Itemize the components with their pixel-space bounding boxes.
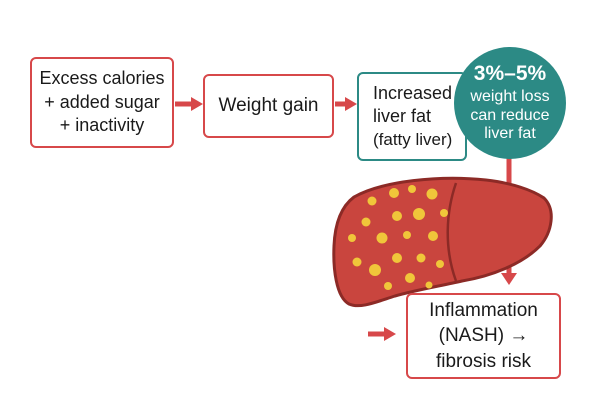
step-increased-liver-fat: Increased liver fat (fatty liver)	[357, 72, 467, 161]
step-weight-gain: Weight gain	[203, 74, 334, 138]
arrow-weight-to-liverfat	[335, 97, 357, 111]
step-inflam-line-3: fibrosis risk	[435, 350, 531, 372]
step-liverfat-subtitle: (fatty liver)	[373, 130, 453, 150]
step-inflam-line-2: (NASH) →	[438, 325, 529, 347]
arrow-excess-to-weight	[175, 97, 203, 111]
step-excess-calories: Excess calories + added sugar + inactivi…	[30, 57, 174, 148]
weight-loss-callout: 3%–5% weight loss can reduce liver fat	[454, 47, 566, 159]
step-inflam-line-1: Inflammation	[429, 300, 538, 322]
arrow-into-inflammation	[368, 327, 396, 341]
step-liverfat-line-1: Increased	[373, 82, 453, 103]
fat-droplets	[348, 185, 448, 290]
step-excess-line-2: + added sugar	[44, 91, 160, 112]
callout-line-3: liver fat	[484, 125, 536, 143]
step-excess-line-3: + inactivity	[59, 115, 145, 136]
step-weight-line-1: Weight gain	[218, 95, 319, 117]
step-excess-line-1: Excess calories	[39, 67, 165, 88]
step-liverfat-line-2: liver fat	[373, 106, 432, 127]
liver-icon	[332, 176, 553, 308]
step-inflammation: Inflammation (NASH) → fibrosis risk	[406, 293, 561, 379]
callout-line-2: can reduce	[470, 106, 550, 124]
callout-headline: 3%–5%	[473, 62, 547, 86]
callout-line-1: weight loss	[470, 88, 550, 106]
